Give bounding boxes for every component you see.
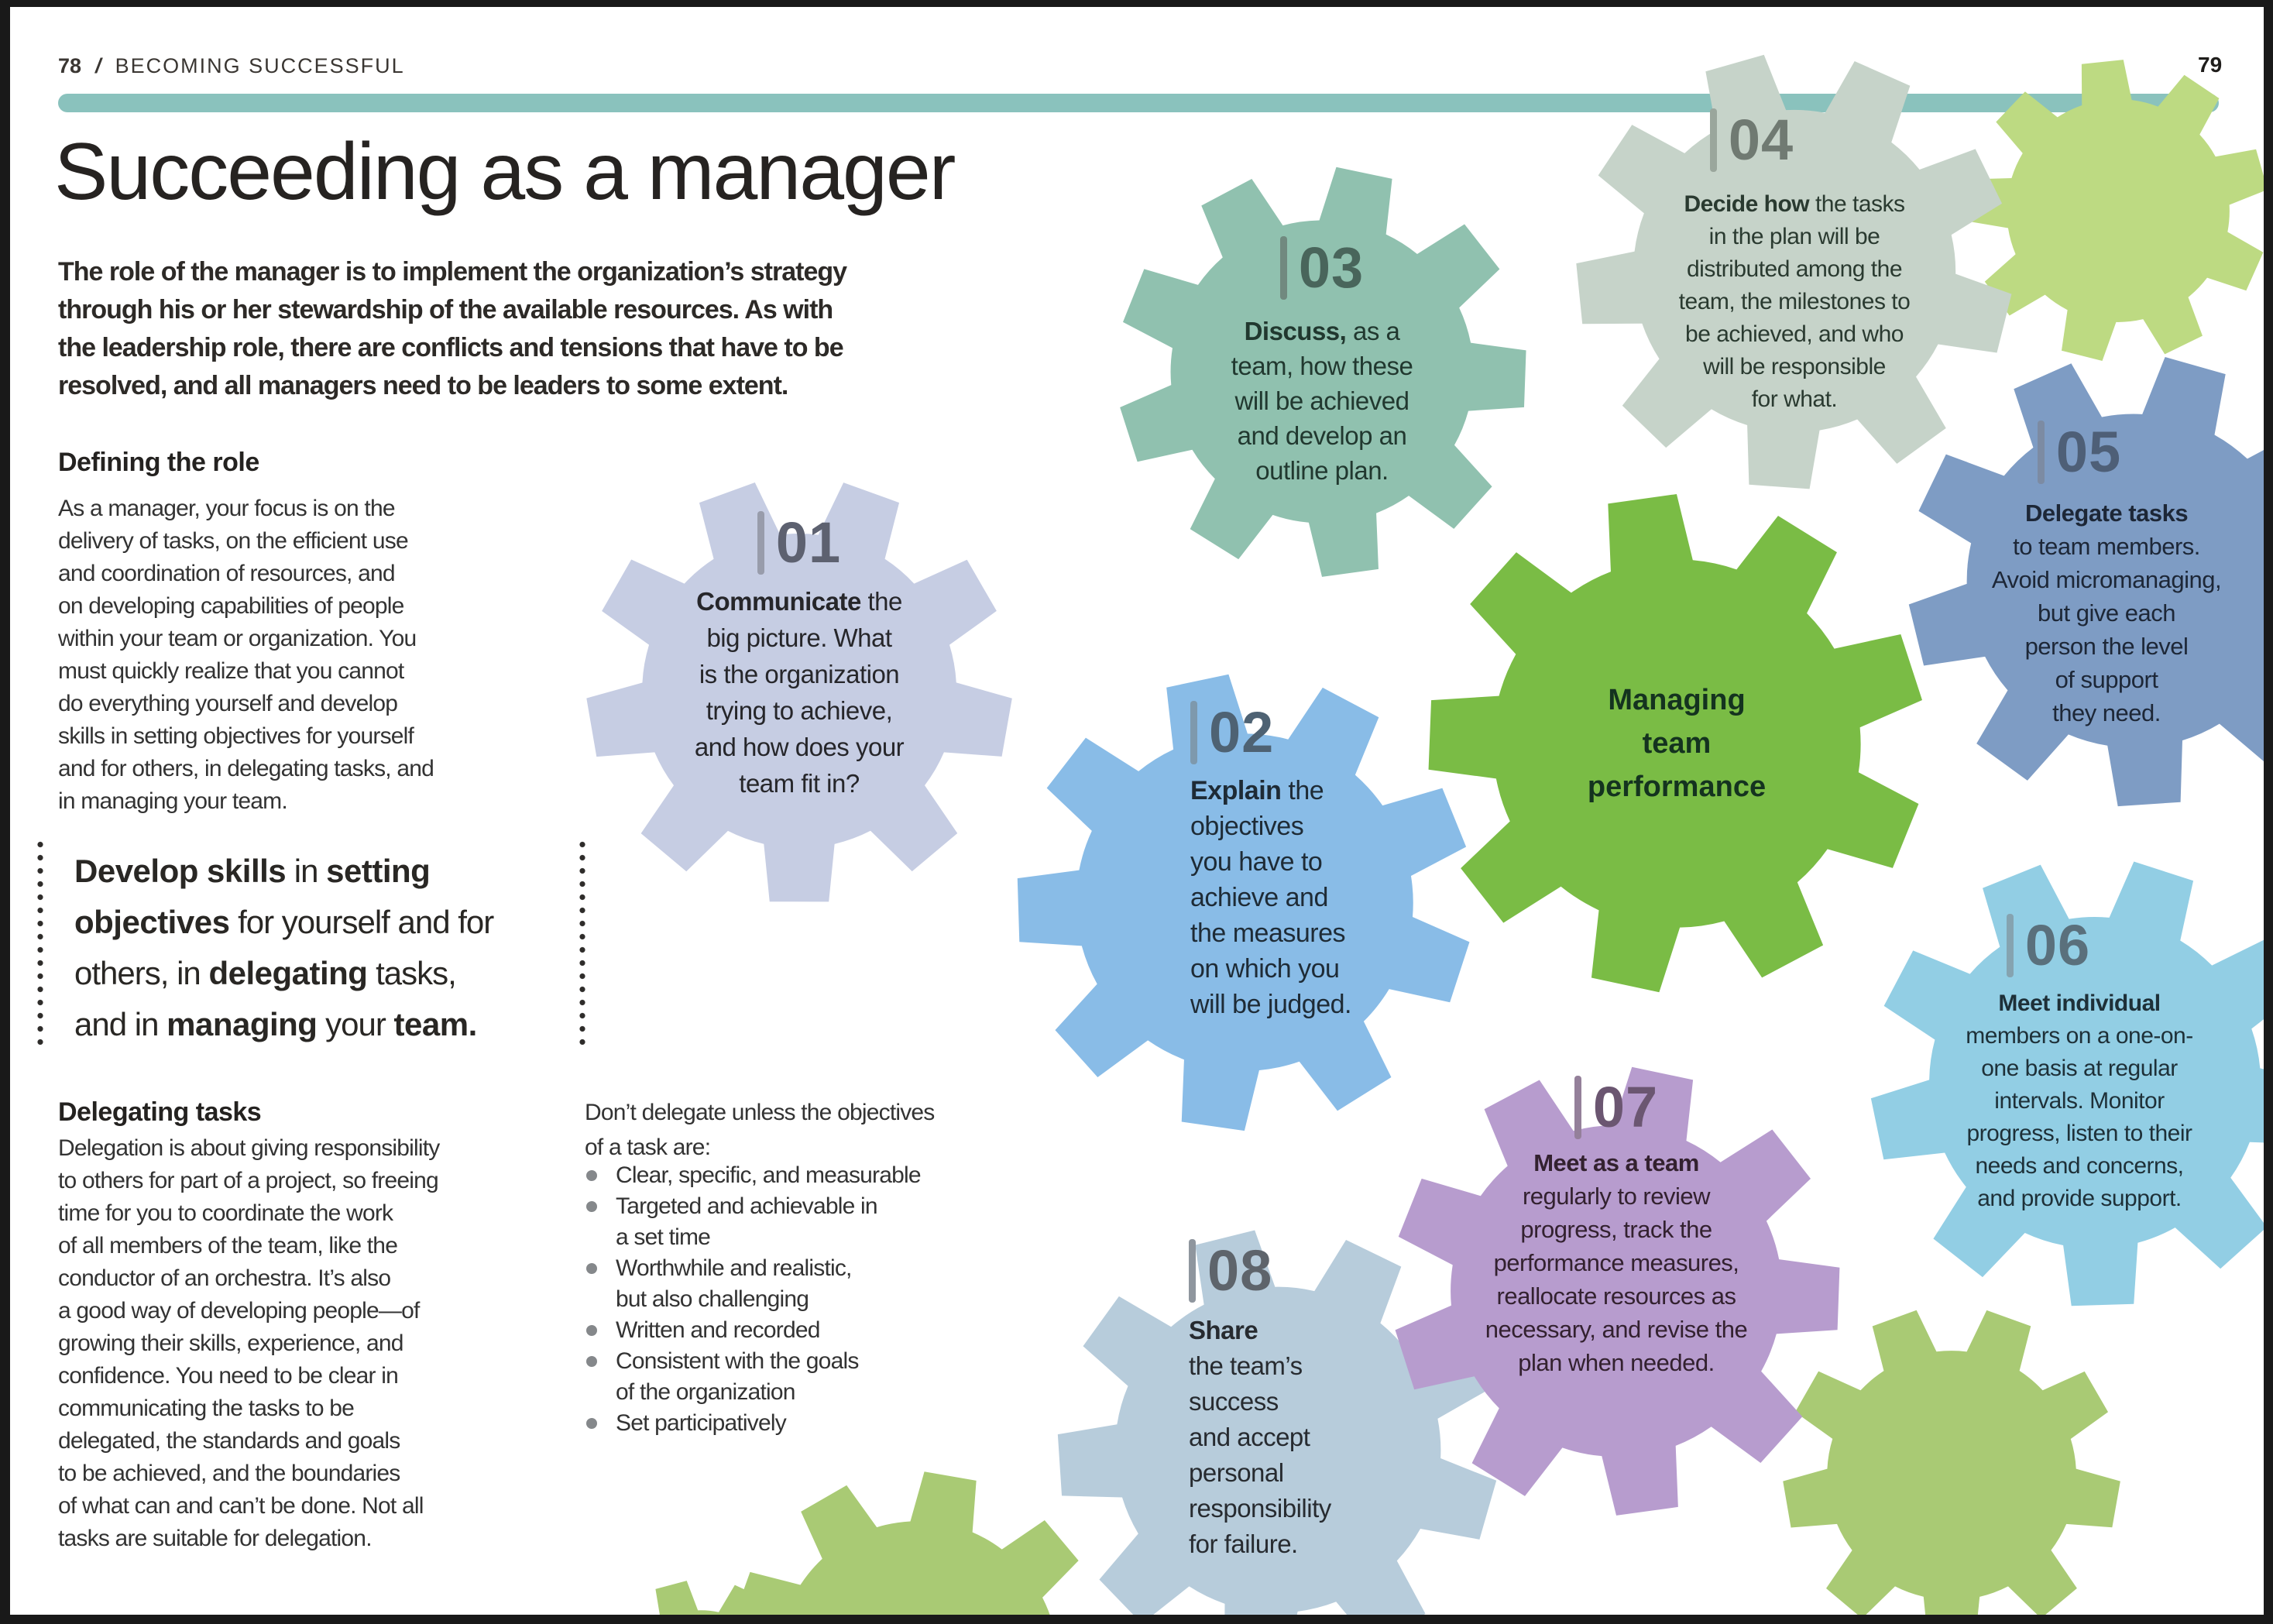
- defining-role-heading: Defining the role: [58, 448, 259, 477]
- center-gear-label: Managing team performance: [1587, 684, 1767, 803]
- checklist: Clear, specific, and measurable Targeted…: [585, 1160, 1049, 1439]
- checklist-item: Set participatively: [585, 1408, 1049, 1439]
- gear-01-text: Communicate the big picture. What is the…: [694, 587, 905, 798]
- step-number: 06: [2006, 914, 2090, 977]
- number-tick-icon: [2037, 421, 2045, 484]
- step-number: 04: [1709, 108, 1794, 172]
- gear-managing-team-performance: Managing team performance: [1357, 421, 2000, 1067]
- delegating-tasks-heading: Delegating tasks: [58, 1097, 262, 1127]
- number-tick-icon: [757, 511, 764, 575]
- gear-07-meet-as-team: 07 Meet as a team regularly to review pr…: [1389, 1059, 1847, 1523]
- step-number: 07: [1574, 1076, 1658, 1139]
- checklist-item: Targeted and achievable in a set time: [585, 1191, 1049, 1253]
- gear-02-explain: 02 Explain the objectives you have to ac…: [961, 616, 1530, 1190]
- gear-05-delegate: 05 Delegate tasks to team members. Avoid…: [1890, 333, 2273, 829]
- page-number-left: 78: [58, 54, 82, 77]
- gear-03-text: Discuss, as a team, how these will be ac…: [1231, 317, 1413, 485]
- step-number: 02: [1190, 701, 1274, 764]
- number-tick-icon: [1189, 1239, 1196, 1303]
- gear-08-text: Share the team’s success and accept pers…: [1189, 1316, 1331, 1558]
- gear-06-text: Meet individual members on a one-on- one…: [1966, 991, 2193, 1211]
- number-tick-icon: [1709, 108, 1717, 172]
- gear-07-text: Meet as a team regularly to review progr…: [1485, 1149, 1748, 1376]
- gear-02-text: Explain the objectives you have to achie…: [1190, 776, 1351, 1019]
- checklist-intro: Don’t delegate unless the objectives of …: [585, 1100, 935, 1160]
- chapter-title: BECOMING SUCCESSFUL: [115, 54, 405, 77]
- pull-quote-text: Develop skills in setting objectives for…: [74, 853, 494, 1042]
- step-number: 05: [2037, 421, 2121, 484]
- number-tick-icon: [1279, 236, 1287, 300]
- pull-quote: Develop skills in setting objectives for…: [37, 838, 585, 1049]
- checklist-item: Worthwhile and realistic, but also chall…: [585, 1253, 1049, 1315]
- page-title: Succeeding as a manager: [54, 127, 956, 217]
- number-tick-icon: [1574, 1076, 1581, 1139]
- page-edge-bottom: [0, 1615, 2273, 1624]
- gear-06-meet-individual: 06 Meet individual members on a one-on- …: [1846, 829, 2273, 1336]
- dotted-rule-left: [37, 838, 43, 1049]
- page-edge-top: [0, 0, 2273, 7]
- gear-04-text: Decide how the tasks in the plan will be…: [1678, 191, 1911, 412]
- slash-separator: /: [95, 54, 101, 77]
- number-tick-icon: [2006, 914, 2014, 977]
- gear-03-discuss: 03 Discuss, as a team, how these will be…: [1114, 160, 1533, 584]
- page-edge-left: [0, 0, 10, 1624]
- checklist-item: Clear, specific, and measurable: [585, 1160, 1049, 1191]
- gear-04-decide: 04 Decide how the tasks in the plan will…: [1534, 7, 2058, 535]
- gear-08-share: 08 Share the team’s success and accept p…: [1009, 1178, 1549, 1624]
- step-number: 03: [1279, 236, 1364, 300]
- page-edge-right: [2264, 0, 2273, 1624]
- running-head: 78 / BECOMING SUCCESSFUL: [58, 54, 405, 78]
- checklist-item: Written and recorded: [585, 1315, 1049, 1346]
- dotted-rule-right: [579, 838, 585, 1049]
- page-number-right: 79: [2198, 53, 2223, 77]
- defining-role-body: As a manager, your focus is on the deliv…: [58, 496, 434, 814]
- delegating-tasks-body: Delegation is about giving responsibilit…: [58, 1135, 440, 1551]
- intro-paragraph: The role of the manager is to implement …: [58, 257, 847, 400]
- step-number: 08: [1189, 1239, 1272, 1303]
- checklist-item: Consistent with the goals of the organiz…: [585, 1346, 1049, 1408]
- step-number: 01: [757, 511, 841, 575]
- gear-01-communicate: 01 Communicate the big picture. What is …: [557, 445, 1044, 937]
- number-tick-icon: [1190, 701, 1197, 764]
- gear-05-text: Delegate tasks to team members. Avoid mi…: [1991, 500, 2222, 726]
